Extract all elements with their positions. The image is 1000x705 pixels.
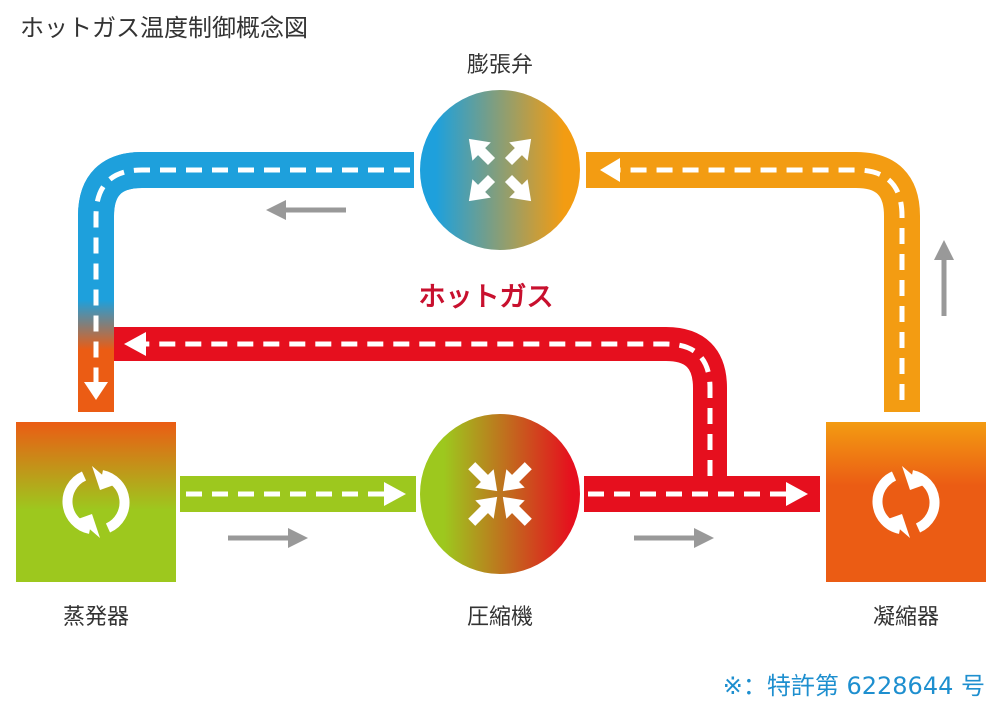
evaporator [16, 422, 176, 582]
arrow-right-icon [634, 528, 714, 548]
arrow-up-icon [934, 240, 954, 316]
page-title: ホットガス温度制御概念図 [20, 14, 308, 42]
patent-note: ※：特許第 6228644 号 [723, 672, 985, 700]
arrow-left-icon [266, 200, 346, 220]
expansion-valve-label: 膨張弁 [467, 53, 533, 78]
expansion-valve [420, 90, 580, 250]
condenser [826, 422, 986, 582]
pipe-evaporator-to-compressor [180, 476, 416, 512]
flow-arrowhead [384, 482, 406, 506]
compress-arrows-icon [468, 462, 532, 526]
flow-arrowhead [84, 382, 108, 400]
arrow-right-icon [228, 528, 308, 548]
flow-arrowhead [786, 482, 808, 506]
compressor [420, 414, 580, 574]
flow-direction-arrows [228, 200, 954, 548]
flow-arrowhead [124, 332, 146, 356]
flow-arrowhead [600, 158, 620, 182]
hot-gas-bypass-pipe [114, 327, 727, 490]
evaporator-label: 蒸発器 [63, 605, 129, 630]
pipe-compressor-to-condenser [584, 476, 820, 512]
condenser-label: 凝縮器 [873, 605, 939, 630]
expand-arrows-icon [468, 138, 532, 202]
compressor-label: 圧縮機 [467, 605, 533, 630]
hot-gas-label: ホットガス [419, 282, 554, 313]
pipe-condenser-to-valve [586, 152, 920, 412]
pipe-valve-to-evaporator [78, 152, 414, 412]
